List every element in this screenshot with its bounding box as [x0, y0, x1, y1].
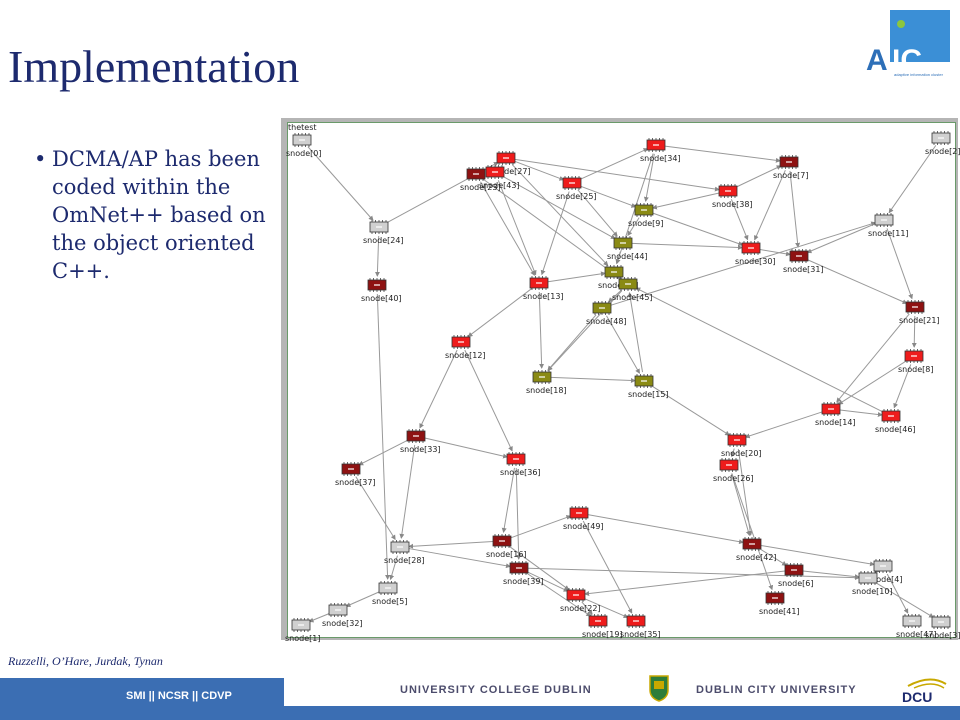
- aic-tagline: adaptive information cluster: [894, 72, 944, 77]
- dcu-logo-text: DCU: [902, 689, 932, 704]
- dcu-logo: DCU: [902, 678, 947, 704]
- authors-credit: Ruzzelli, O’Hare, Jurdak, Tynan: [8, 654, 163, 668]
- footer-dcu: DUBLIN CITY UNIVERSITY: [696, 684, 857, 696]
- bullet-dot-icon: •: [34, 147, 47, 171]
- ucd-crest-icon: [649, 675, 669, 702]
- svg-text:A: A: [866, 44, 888, 77]
- footer: SMI || NCSR || CDVP UNIVERSITY COLLEGE D…: [0, 675, 960, 720]
- footer-ucd: UNIVERSITY COLLEGE DUBLIN: [400, 684, 592, 696]
- bullet-point: • DCMA/AP has been coded within the OmNe…: [34, 145, 267, 285]
- footer-groups: SMI || NCSR || CDVP: [126, 690, 232, 702]
- bullet-text: DCMA/AP has been coded within the OmNet+…: [52, 147, 266, 283]
- svg-text:IC: IC: [892, 44, 922, 77]
- aic-logo: A IC adaptive information cluster: [866, 10, 950, 77]
- slide-title: Implementation: [8, 41, 300, 92]
- network-simulation-panel: [281, 118, 958, 640]
- network-canvas: [287, 122, 956, 638]
- footer-tab: SMI || NCSR || CDVP: [0, 678, 284, 720]
